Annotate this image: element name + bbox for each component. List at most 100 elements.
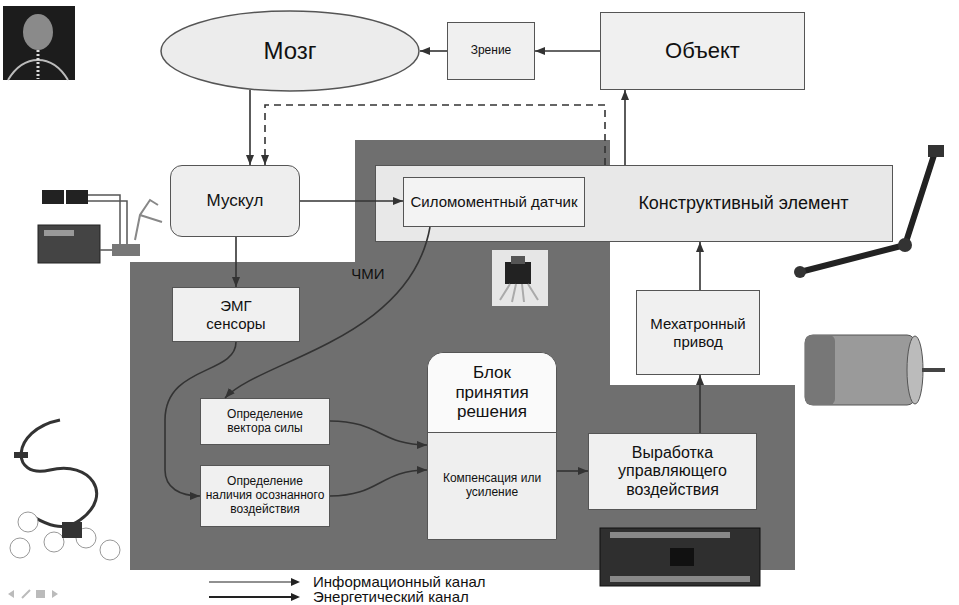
node-label: ЧМИ (351, 265, 384, 282)
cable (21, 420, 97, 526)
node-label: Мускул (207, 191, 264, 211)
legend-line (209, 581, 293, 582)
force-sensor-image (492, 250, 548, 306)
emg-board-image (38, 190, 162, 263)
board-header (44, 230, 74, 236)
electrodes-image (10, 420, 120, 560)
sensor-top (511, 256, 525, 264)
decision-header: Блок принятия решения (428, 353, 556, 433)
head-image (3, 6, 75, 80)
controller-board-image (600, 528, 760, 586)
skull (23, 14, 53, 50)
board-header (610, 532, 730, 538)
node-label: Компенсация или усиление (442, 472, 542, 500)
region-shape (130, 140, 795, 570)
connector (557, 470, 588, 472)
sensor-board (62, 522, 82, 538)
sensor-wires (500, 284, 538, 302)
spine (37, 50, 40, 79)
battery (42, 190, 64, 204)
nav-icons (8, 590, 58, 598)
motor-cap (907, 336, 923, 404)
brain-ellipse: Мозг (160, 10, 420, 92)
decision-body: Компенсация или усиление (428, 433, 556, 539)
legend: Информационный каналЭнергетический канал (205, 574, 486, 604)
feedback-connector (265, 105, 605, 165)
electrode (44, 532, 64, 552)
legend-arrowhead (291, 593, 300, 601)
jack (14, 452, 28, 458)
legend-label: Энергетический канал (313, 589, 469, 604)
text-frame: Конструктивный элемент (601, 166, 886, 240)
process-box: Объект (600, 12, 805, 90)
connector (330, 421, 427, 445)
node-label: Мозг (263, 37, 316, 65)
connector (535, 50, 600, 52)
legend-label: Информационный канал (313, 574, 486, 589)
connector (330, 470, 427, 496)
nav-icon (8, 590, 14, 598)
electrode (10, 538, 30, 558)
arm-joint (898, 238, 912, 252)
connector (225, 227, 430, 398)
wires (88, 195, 127, 250)
battery (66, 190, 88, 204)
connector (235, 237, 237, 287)
process-box: Определение вектора силы (200, 398, 330, 445)
motor-body (805, 335, 915, 405)
chip (670, 548, 694, 566)
connector (699, 375, 701, 433)
head-photo-ground (3, 6, 75, 80)
node-label: Мехатронный привод (641, 315, 755, 350)
board-header (610, 576, 750, 582)
node-label: Зрение (471, 44, 512, 58)
legend-sample (205, 575, 305, 589)
legend-sample (205, 590, 305, 604)
electrode (76, 528, 96, 548)
process-box: Мускул (170, 165, 300, 237)
connector (624, 90, 626, 165)
node-label: Определение вектора силы (205, 408, 325, 436)
process-box: Мехатронный привод (636, 290, 760, 375)
connector (165, 342, 236, 496)
connector (420, 50, 447, 52)
shoulders (8, 60, 68, 80)
nav-icon (36, 590, 45, 598)
sensor-body (505, 262, 531, 284)
process-box: Определение наличия осознанного воздейст… (200, 465, 330, 527)
connector (249, 90, 251, 165)
arduino-board (38, 225, 100, 263)
node-label: Конструктивный элемент (638, 193, 848, 214)
structure-panel: Конструктивный элемент Силомоментный датч… (375, 165, 893, 242)
node-label: Объект (665, 38, 740, 63)
electrode (18, 512, 38, 532)
node-label: ЭМГ сенсоры (196, 297, 276, 332)
legend-line (209, 595, 293, 597)
amplifier-module (112, 244, 140, 256)
node-label: Выработка управляющего воздействия (593, 444, 752, 499)
process-box: Выработка управляющего воздействия (588, 433, 757, 510)
node-label: Определение наличия осознанного воздейст… (205, 475, 325, 516)
ellipse-shape (161, 11, 419, 91)
nav-icon (22, 590, 30, 598)
connector (699, 242, 701, 290)
legend-row: Информационный канал (205, 574, 486, 589)
connector (300, 200, 403, 202)
node-label: Блок принятия решения (440, 363, 545, 422)
text-frame: ЧМИ (338, 260, 398, 288)
decision-box: Блок принятия решенияКомпенсация или уси… (427, 352, 557, 540)
arm-clamp (928, 145, 944, 157)
gearbox (805, 335, 835, 405)
legend-row: Энергетический канал (205, 589, 486, 604)
process-box: Зрение (447, 22, 535, 80)
legend-arrowhead (291, 578, 300, 586)
nav-icon (52, 590, 58, 598)
motor-image (805, 335, 945, 405)
sensor-photo-ground (492, 250, 548, 306)
sensor-box: Силомоментный датчик (403, 177, 585, 227)
process-box: ЭМГ сенсоры (172, 287, 300, 342)
arm-end (794, 266, 806, 278)
electrode (100, 540, 120, 560)
arm-sketch (135, 200, 162, 240)
